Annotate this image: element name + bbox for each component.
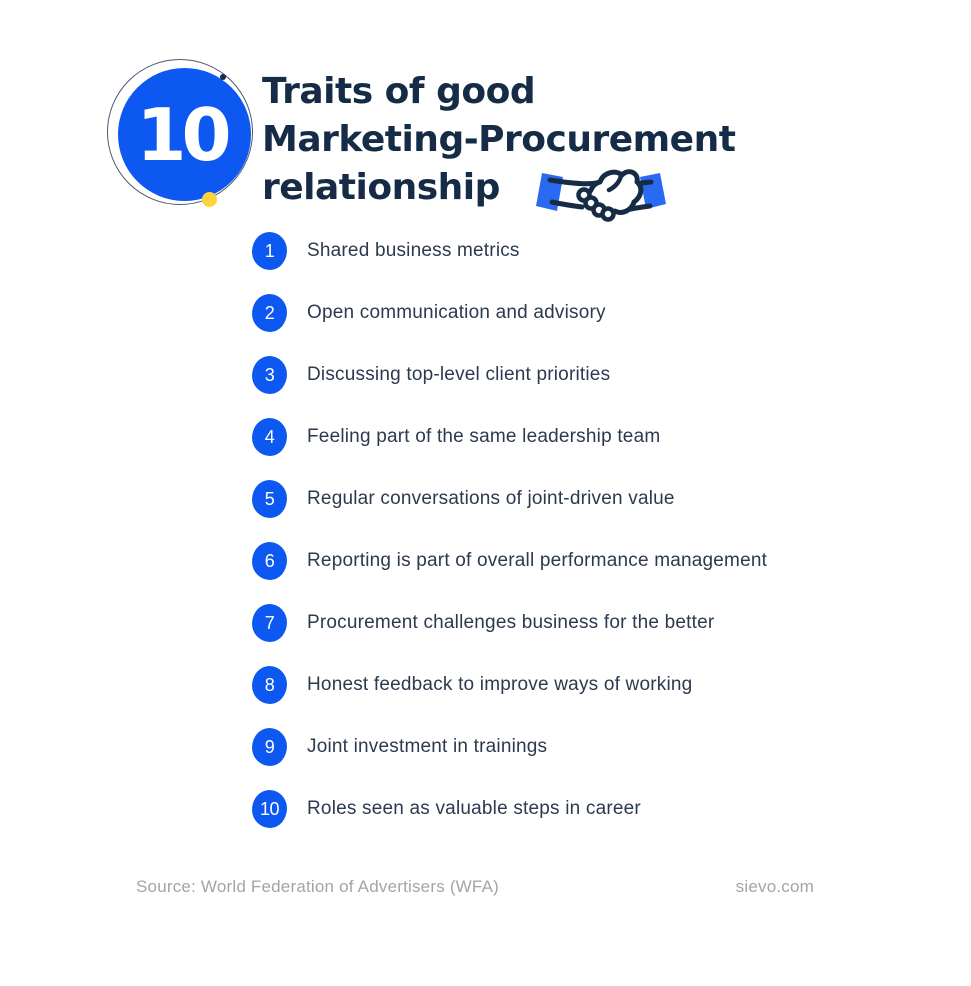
item-number-badge: 5 bbox=[252, 480, 287, 518]
item-text: Discussing top-level client priorities bbox=[307, 364, 611, 385]
list-item: 4 Feeling part of the same leadership te… bbox=[252, 418, 767, 456]
traits-list: 1 Shared business metrics 2 Open communi… bbox=[252, 232, 767, 828]
page-title: Traits of good Marketing-Procurement rel… bbox=[262, 68, 762, 212]
list-item: 6 Reporting is part of overall performan… bbox=[252, 542, 767, 580]
item-text: Shared business metrics bbox=[307, 240, 520, 261]
item-number: 9 bbox=[264, 736, 275, 757]
right-cuff bbox=[640, 173, 666, 209]
title-line-3: relationship bbox=[262, 167, 500, 208]
item-text: Regular conversations of joint-driven va… bbox=[307, 488, 675, 509]
item-number-badge: 2 bbox=[252, 294, 287, 332]
footer: Source: World Federation of Advertisers … bbox=[136, 877, 814, 897]
list-item: 2 Open communication and advisory bbox=[252, 294, 767, 332]
item-number-badge: 8 bbox=[252, 666, 287, 704]
yellow-dot bbox=[202, 192, 217, 207]
list-item: 9 Joint investment in trainings bbox=[252, 728, 767, 766]
item-number-badge: 6 bbox=[252, 542, 287, 580]
item-number-badge: 9 bbox=[252, 728, 287, 766]
handshake-icon bbox=[536, 169, 666, 222]
list-item: 5 Regular conversations of joint-driven … bbox=[252, 480, 767, 518]
item-number: 3 bbox=[264, 364, 275, 385]
item-number: 6 bbox=[264, 550, 275, 571]
item-number: 4 bbox=[264, 426, 275, 447]
item-text: Honest feedback to improve ways of worki… bbox=[307, 674, 693, 695]
item-number: 5 bbox=[264, 488, 275, 509]
item-number: 1 bbox=[264, 240, 275, 261]
item-number: 7 bbox=[264, 612, 275, 633]
item-number-badge: 3 bbox=[252, 356, 287, 394]
source-text: Source: World Federation of Advertisers … bbox=[136, 877, 499, 896]
list-item: 8 Honest feedback to improve ways of wor… bbox=[252, 666, 767, 704]
item-number-badge: 1 bbox=[252, 232, 287, 270]
item-number: 2 bbox=[264, 302, 275, 323]
item-text: Joint investment in trainings bbox=[307, 736, 548, 757]
item-number: 10 bbox=[259, 798, 280, 819]
list-item: 3 Discussing top-level client priorities bbox=[252, 356, 767, 394]
item-number: 8 bbox=[264, 674, 275, 695]
navy-dot bbox=[220, 74, 226, 80]
badge-number: 10 bbox=[136, 92, 231, 177]
item-text: Open communication and advisory bbox=[307, 302, 606, 323]
title-line-2: Marketing-Procurement bbox=[262, 119, 736, 160]
list-item: 1 Shared business metrics bbox=[252, 232, 767, 270]
badge-ring bbox=[107, 59, 253, 205]
site-link[interactable]: sievo.com bbox=[735, 877, 814, 896]
item-number-badge: 4 bbox=[252, 418, 287, 456]
item-text: Feeling part of the same leadership team bbox=[307, 426, 661, 447]
item-number-badge: 10 bbox=[252, 790, 287, 828]
title-line-1: Traits of good bbox=[262, 71, 536, 112]
item-number-badge: 7 bbox=[252, 604, 287, 642]
list-item: 7 Procurement challenges business for th… bbox=[252, 604, 767, 642]
badge-circle: 10 bbox=[118, 68, 251, 201]
item-text: Reporting is part of overall performance… bbox=[307, 550, 768, 571]
item-text: Procurement challenges business for the … bbox=[307, 612, 715, 633]
item-text: Roles seen as valuable steps in career bbox=[307, 798, 641, 819]
list-item: 10 Roles seen as valuable steps in caree… bbox=[252, 790, 767, 828]
